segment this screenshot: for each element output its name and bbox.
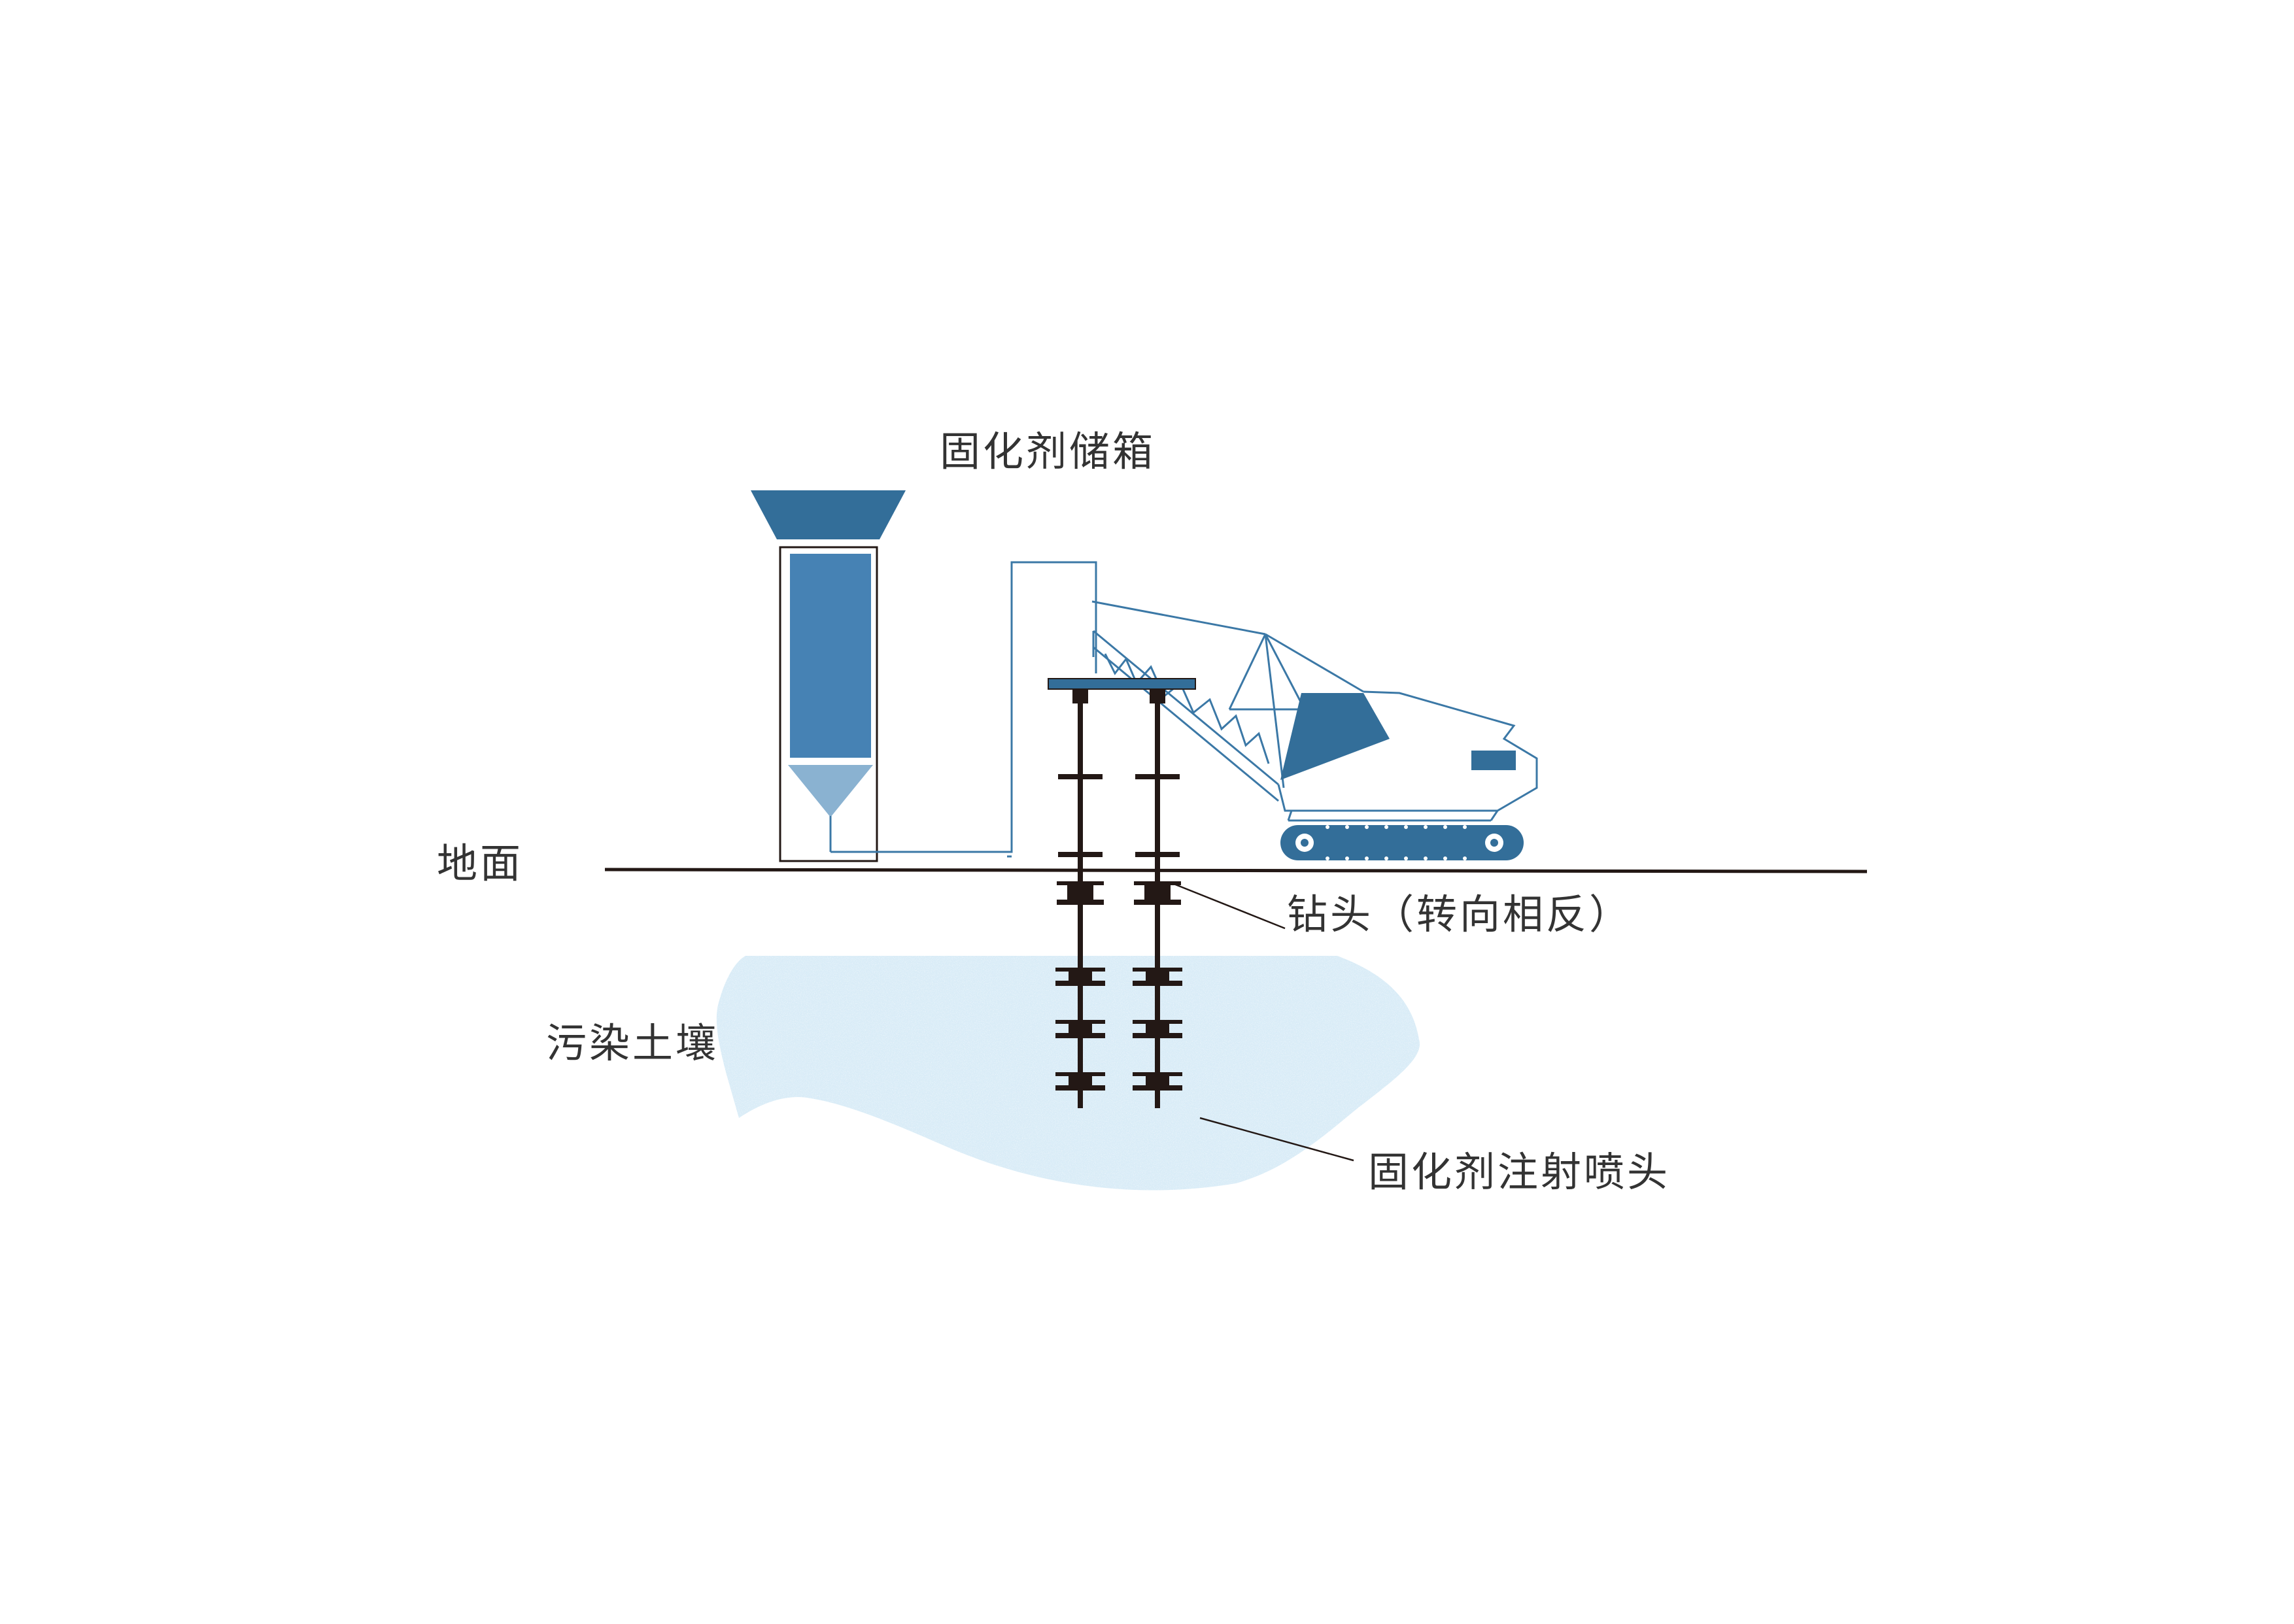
storage-tank xyxy=(751,490,906,862)
feed-pipe xyxy=(830,561,1097,853)
nozzle-top-right-0 xyxy=(1133,968,1182,972)
rig-side-panel xyxy=(1471,751,1516,770)
nozzle-top-left-1 xyxy=(1055,1020,1105,1024)
drilling-rig xyxy=(1091,600,1538,822)
drill-coupling-right xyxy=(1150,689,1165,703)
drill-head-label: 钻头（转向相反） xyxy=(1287,890,1633,938)
nozzle-top-right-1 xyxy=(1133,1020,1182,1024)
auger-drills xyxy=(1055,689,1182,1108)
nozzle-bottom-right-2 xyxy=(1133,1085,1182,1091)
nozzle-body-left-0 xyxy=(1069,972,1092,981)
nozzle-body-left-1 xyxy=(1069,1024,1092,1033)
flange-right-1 xyxy=(1135,852,1180,857)
tank-body-outline xyxy=(779,546,878,862)
nozzle-leader xyxy=(1199,1117,1354,1162)
drill-head-top-left xyxy=(1057,881,1104,885)
contaminated-soil-label: 污染土壤 xyxy=(546,1019,719,1067)
drill-head-body-right xyxy=(1144,885,1171,900)
nozzle-bottom-left-2 xyxy=(1055,1085,1105,1091)
drill-head-bottom-left xyxy=(1057,900,1104,905)
nozzle-top-right-2 xyxy=(1133,1072,1182,1076)
tank-liquid xyxy=(790,554,871,758)
nozzle-bottom-right-1 xyxy=(1133,1033,1182,1038)
rig-cab-window xyxy=(1280,693,1390,780)
tank-label: 固化剂储箱 xyxy=(940,428,1156,475)
tank-funnel xyxy=(788,765,873,817)
flange-left-0 xyxy=(1058,774,1103,779)
ground-label: 地面 xyxy=(437,839,524,887)
nozzle-body-left-2 xyxy=(1069,1076,1092,1085)
drill-head-bottom-right xyxy=(1134,900,1181,905)
drill-beam xyxy=(1048,678,1196,690)
drill-coupling-left xyxy=(1072,689,1088,703)
nozzle-bottom-left-0 xyxy=(1055,981,1105,986)
ground-line xyxy=(604,868,1868,873)
drill-head-top-right xyxy=(1134,881,1181,885)
nozzle-top-left-2 xyxy=(1055,1072,1105,1076)
nozzle-bottom-right-0 xyxy=(1133,981,1182,986)
crawler-track xyxy=(1280,825,1524,860)
nozzle-top-left-0 xyxy=(1055,968,1105,972)
nozzle-body-right-2 xyxy=(1146,1076,1169,1085)
nozzle-bottom-left-1 xyxy=(1055,1033,1105,1038)
nozzle-label: 固化剂注射喷头 xyxy=(1368,1148,1671,1196)
nozzle-body-right-0 xyxy=(1146,972,1169,981)
flange-right-0 xyxy=(1135,774,1180,779)
tank-hopper-top xyxy=(751,490,906,539)
drill-head-body-left xyxy=(1067,885,1093,900)
flange-left-1 xyxy=(1058,852,1103,857)
drill-head-leader xyxy=(1173,883,1286,930)
nozzle-body-right-1 xyxy=(1146,1024,1169,1033)
